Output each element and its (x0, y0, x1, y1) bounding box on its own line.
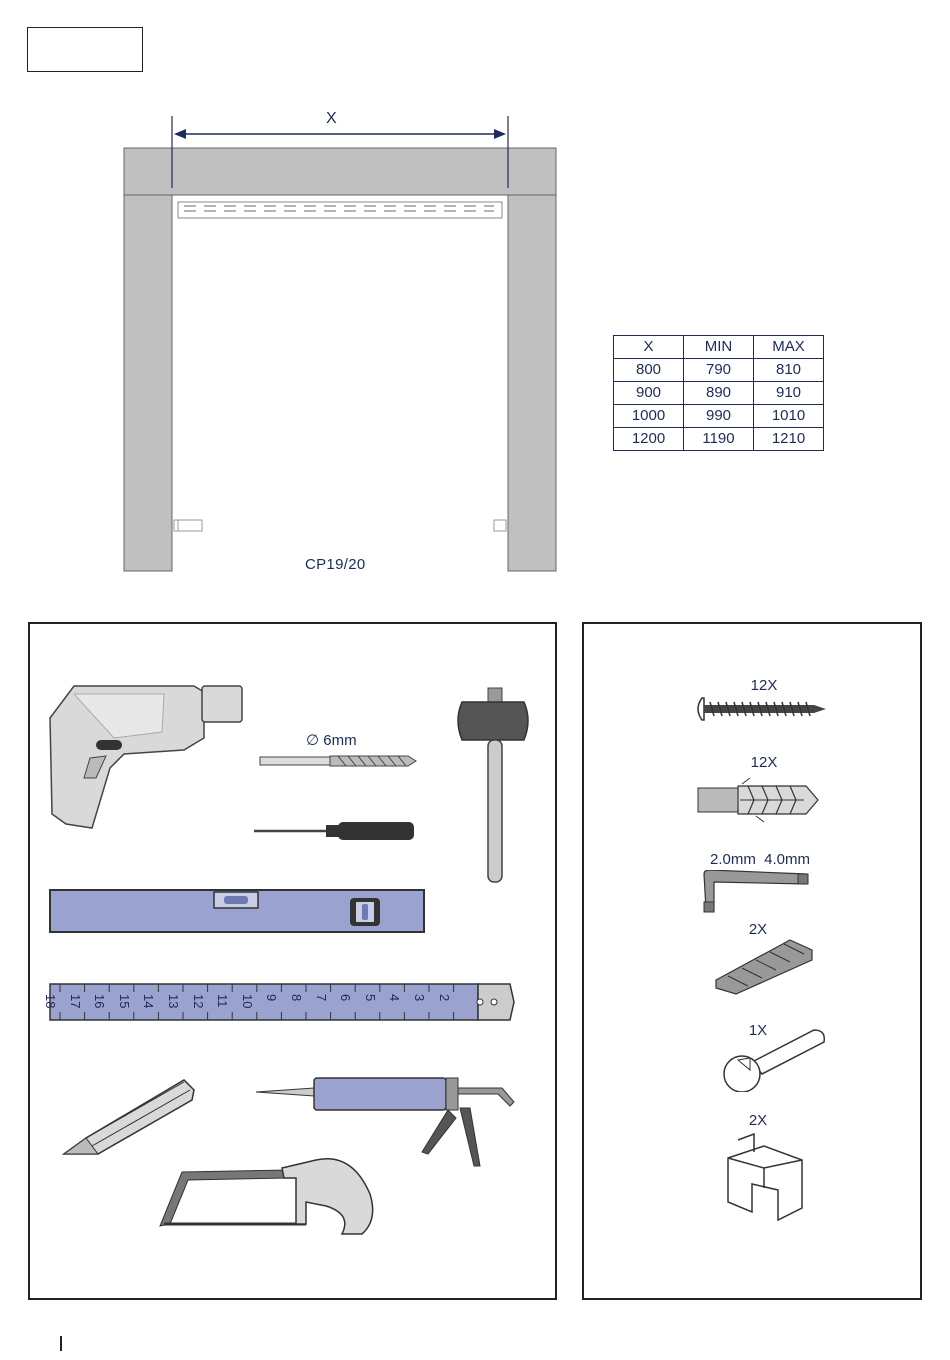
table-cell: 900 (614, 382, 684, 405)
table-row: 1000 990 1010 (614, 405, 824, 428)
tape-number: 10 (240, 994, 255, 1008)
tape-number: 15 (117, 994, 132, 1008)
clips-quantity: 2X (736, 1112, 780, 1129)
table-cell: 890 (684, 382, 754, 405)
hacksaw-icon (156, 1154, 382, 1238)
table-cell: 800 (614, 359, 684, 382)
tape-number: 11 (215, 994, 230, 1008)
hex-keys-label: 2.0mm 4.0mm (690, 851, 830, 868)
pencil-icon (60, 1074, 200, 1158)
clip-icon (724, 1130, 806, 1222)
tape-number: 13 (166, 994, 181, 1008)
wall-plug-icon (696, 776, 822, 824)
table-cell: 910 (754, 382, 824, 405)
screws-quantity: 12X (742, 677, 786, 694)
shim-icon (714, 936, 814, 996)
tape-number: 3 (412, 994, 427, 1001)
size-table: X MIN MAX 800 790 810 900 890 910 1000 9… (613, 335, 824, 451)
page-marker (60, 1336, 62, 1351)
screw-icon (692, 696, 828, 722)
table-cell: 1190 (684, 428, 754, 451)
tape-number: 14 (141, 994, 156, 1008)
drill-bit-icon (258, 752, 420, 770)
table-row: 900 890 910 (614, 382, 824, 405)
wrench-icon (720, 1026, 830, 1092)
drill-bit-label: ∅ 6mm (306, 731, 357, 749)
tape-number: 4 (387, 994, 402, 1001)
table-row: 1200 1190 1210 (614, 428, 824, 451)
tape-number: 12 (191, 994, 206, 1008)
table-cell: 1210 (754, 428, 824, 451)
mallet-icon (454, 684, 536, 886)
tape-number: 5 (363, 994, 378, 1001)
tape-number: 7 (314, 994, 329, 1001)
table-header-cell: MAX (754, 336, 824, 359)
spirit-level-icon (48, 888, 428, 936)
drill-icon (44, 678, 249, 830)
tape-number: 18 (43, 994, 58, 1008)
tape-number: 9 (264, 994, 279, 1001)
model-code-label: CP19/20 (305, 556, 365, 573)
door-frame-diagram (120, 108, 560, 578)
table-header-cell: X (614, 336, 684, 359)
table-cell: 1200 (614, 428, 684, 451)
table-cell: 990 (684, 405, 754, 428)
table-row: 800 790 810 (614, 359, 824, 382)
table-header-row: X MIN MAX (614, 336, 824, 359)
table-header-cell: MIN (684, 336, 754, 359)
tape-number: 17 (68, 994, 83, 1008)
plugs-quantity: 12X (742, 754, 786, 771)
dimension-x-label: X (326, 110, 337, 128)
table-cell: 1010 (754, 405, 824, 428)
screwdriver-icon (250, 818, 418, 844)
tape-number: 8 (289, 994, 304, 1001)
page-label-box (27, 27, 143, 72)
table-cell: 810 (754, 359, 824, 382)
tape-number: 16 (92, 994, 107, 1008)
tape-number: 2 (437, 994, 452, 1001)
hex-key-icon (700, 870, 812, 914)
table-cell: 790 (684, 359, 754, 382)
tape-number: 6 (338, 994, 353, 1001)
table-cell: 1000 (614, 405, 684, 428)
